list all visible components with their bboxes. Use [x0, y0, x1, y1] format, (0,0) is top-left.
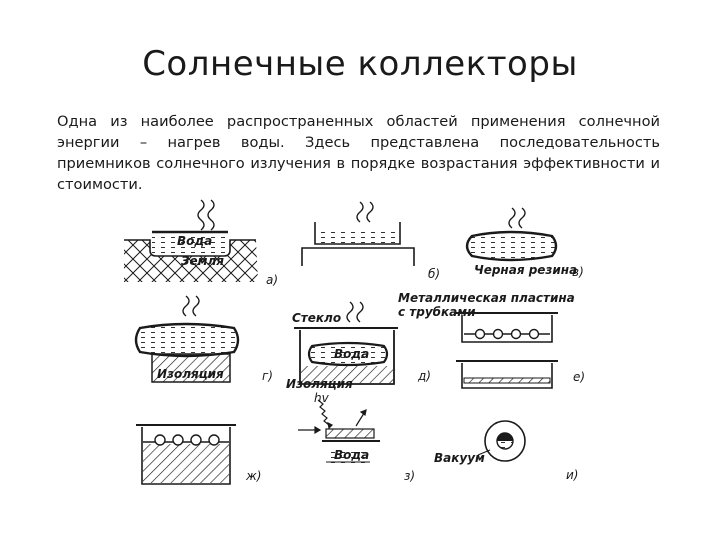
label-water-a: Вода	[177, 234, 212, 248]
label-black-rubber: Черная резина	[474, 263, 577, 277]
sun-rays-icon	[508, 207, 526, 229]
stand	[301, 247, 415, 266]
collector-box	[141, 427, 231, 485]
panel-g	[134, 295, 240, 383]
absorber-plate	[463, 377, 551, 384]
panel-b	[301, 201, 415, 266]
label-with-tubes: с трубками	[398, 305, 476, 319]
panel-v	[465, 207, 558, 262]
box-insulation	[301, 366, 393, 383]
label-insulation-z: Изоляция	[286, 377, 353, 391]
collector-box	[461, 315, 553, 343]
reflected-ray-icon	[355, 409, 367, 427]
panel-d	[294, 301, 398, 385]
label-hv: hv	[314, 391, 330, 405]
water-body	[152, 236, 228, 254]
label-insulation-g: Изоляция	[157, 367, 224, 381]
ground-hatch	[124, 240, 258, 282]
label-water-d: Вода	[334, 347, 369, 361]
tubes	[474, 328, 540, 340]
tubes	[154, 434, 220, 446]
slide-title: Солнечные коллекторы	[142, 44, 578, 84]
water-bag	[134, 322, 240, 358]
insulation-block	[151, 353, 231, 383]
vacuum-leader	[477, 449, 491, 456]
label-metal-plate: Металлическая пластина	[398, 291, 575, 305]
sun-rays-icon	[346, 301, 364, 323]
collector-box-2	[461, 363, 553, 389]
panel-label-i: и)	[566, 468, 578, 482]
label-glass: Стекло	[292, 311, 341, 325]
panel-label-e: е)	[573, 370, 585, 384]
panel-z	[298, 399, 380, 466]
panel-label-g: г)	[262, 369, 273, 383]
water-bag	[307, 341, 389, 367]
panel-label-zh: ж)	[245, 469, 262, 483]
sun-rays-icon	[356, 201, 374, 223]
label-vacuum: Вакуум	[434, 451, 485, 465]
tray	[314, 222, 401, 245]
label-ground: Земля	[181, 254, 224, 268]
ground-surface	[124, 239, 256, 257]
outer-glass-tube	[484, 420, 526, 462]
panel-label-d: д)	[417, 369, 431, 383]
box-walls	[299, 330, 395, 385]
sun-rays-icon	[197, 199, 215, 231]
incoming-ray-icon	[298, 399, 334, 435]
absorber-layer	[325, 428, 375, 439]
panel-label-b: б)	[428, 267, 440, 281]
panel-label-a: а)	[266, 273, 278, 287]
panel-e	[456, 312, 558, 389]
panel-i	[477, 420, 526, 462]
inner-tube-absorber	[497, 433, 513, 441]
panel-label-v: в)	[572, 265, 584, 279]
panel-a	[124, 199, 258, 282]
box-insulation	[143, 444, 229, 483]
label-water-z: Вода	[334, 448, 369, 462]
tray-water	[316, 230, 399, 243]
panel-label-z: з)	[404, 469, 415, 483]
slide-body-text: Одна из наиболее распространенных област…	[57, 113, 660, 193]
sun-rays-icon	[182, 295, 200, 317]
rubber-bag	[465, 230, 558, 262]
panel-zh	[136, 424, 236, 485]
